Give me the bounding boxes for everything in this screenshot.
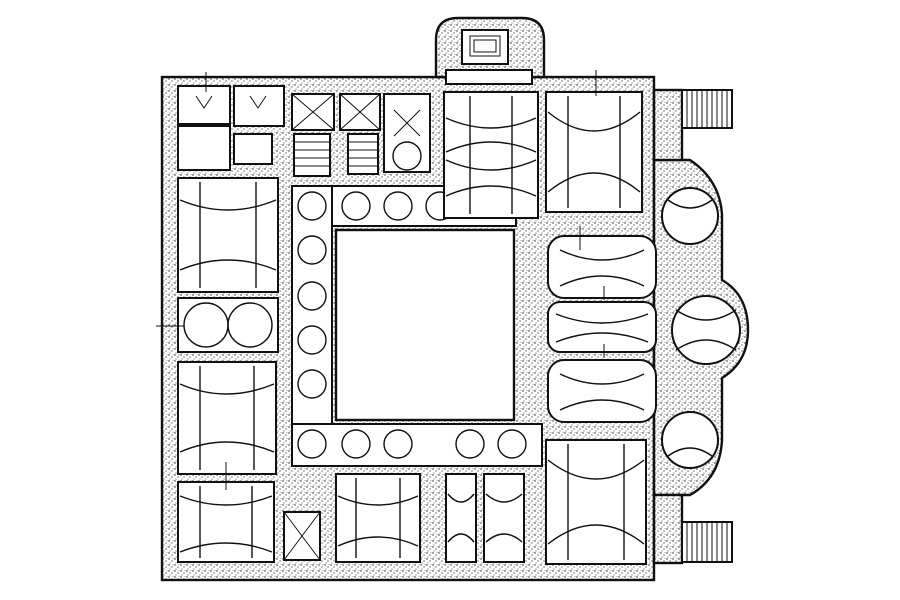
arcade-corridor [291, 185, 543, 467]
south-range [335, 439, 647, 565]
stair-ne [681, 89, 733, 129]
north-range [291, 91, 643, 219]
east-range [547, 187, 741, 469]
axis-marks [156, 70, 605, 490]
west-range [177, 85, 321, 563]
courtyard [334, 228, 516, 422]
stair-se [681, 521, 733, 563]
tower-room [445, 29, 533, 85]
